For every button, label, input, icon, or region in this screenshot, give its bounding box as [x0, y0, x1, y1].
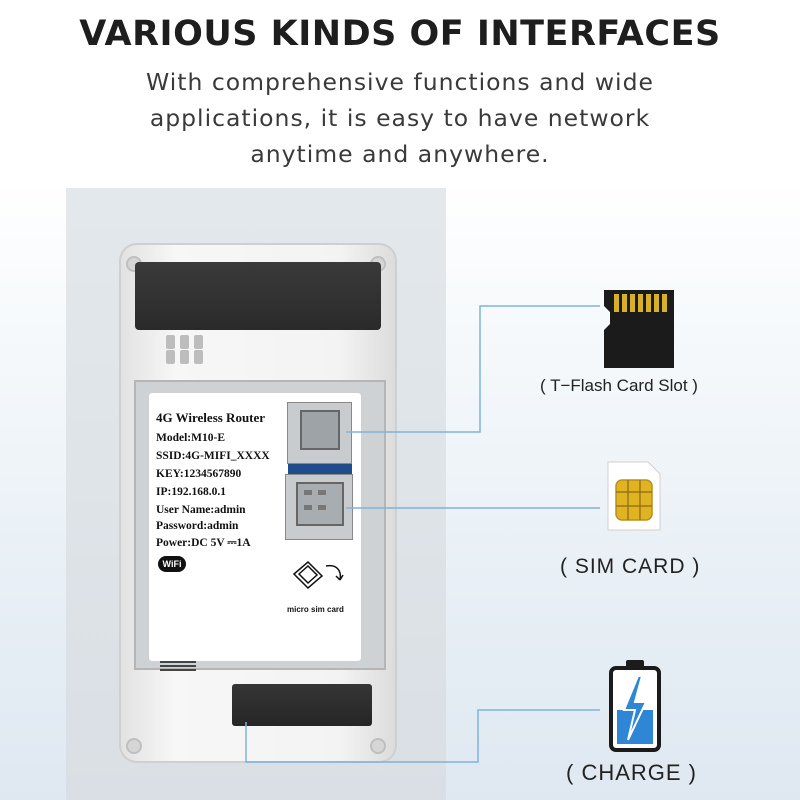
screw-bottom-right	[370, 738, 386, 754]
sim-card-slot-tray	[296, 482, 344, 526]
label-password: Password:admin	[156, 520, 239, 532]
sim-insert-diagram-icon	[292, 560, 344, 590]
screw-bottom-left	[126, 738, 142, 754]
subtitle-line-1: With comprehensive functions and wide	[146, 68, 654, 96]
label-ssid: SSID:4G-MIFI_XXXX	[156, 450, 270, 462]
vent-slot	[194, 350, 203, 364]
tf-card-slot-contacts	[300, 410, 340, 450]
label-ip: IP:192.168.0.1	[156, 486, 226, 498]
antenna-panel-top	[135, 262, 381, 330]
tf-card-caption: ( T−Flash Card Slot )	[540, 376, 698, 395]
page-title: VARIOUS KINDS OF INTERFACES	[79, 14, 721, 54]
label-model: Model:M10-E	[156, 432, 225, 444]
subtitle-line-2: applications, it is easy to have network	[149, 104, 651, 132]
label-power: Power:DC 5V ⎓1A	[156, 537, 251, 549]
vent-slot	[180, 335, 189, 349]
sim-card-icon	[607, 461, 661, 531]
subtitle-line-3: anytime and anywhere.	[250, 140, 550, 168]
microsd-card-icon	[604, 290, 674, 368]
antenna-panel-bottom	[232, 684, 372, 726]
wifi-logo: WiFi	[158, 556, 186, 572]
label-key: KEY:1234567890	[156, 468, 242, 480]
vent-slot	[180, 350, 189, 364]
charge-caption: ( CHARGE )	[566, 760, 697, 785]
sim-slot-pin	[304, 505, 312, 510]
vent-slot	[194, 335, 203, 349]
vent-slot	[166, 335, 175, 349]
micro-sim-card-text: micro sim card	[287, 605, 344, 614]
battery-charge-icon	[609, 660, 661, 752]
sim-slot-pin	[304, 490, 312, 495]
sim-slot-pin	[318, 505, 326, 510]
sim-card-caption: ( SIM CARD )	[560, 555, 701, 578]
vent-slot	[166, 350, 175, 364]
sim-slot-pin	[318, 490, 326, 495]
page-subtitle: With comprehensive functions and wide ap…	[100, 64, 700, 172]
label-device-title: 4G Wireless Router	[156, 410, 266, 425]
label-username: User Name:admin	[156, 504, 246, 516]
circuit-board-strip	[288, 464, 352, 474]
battery-contacts	[160, 661, 196, 677]
